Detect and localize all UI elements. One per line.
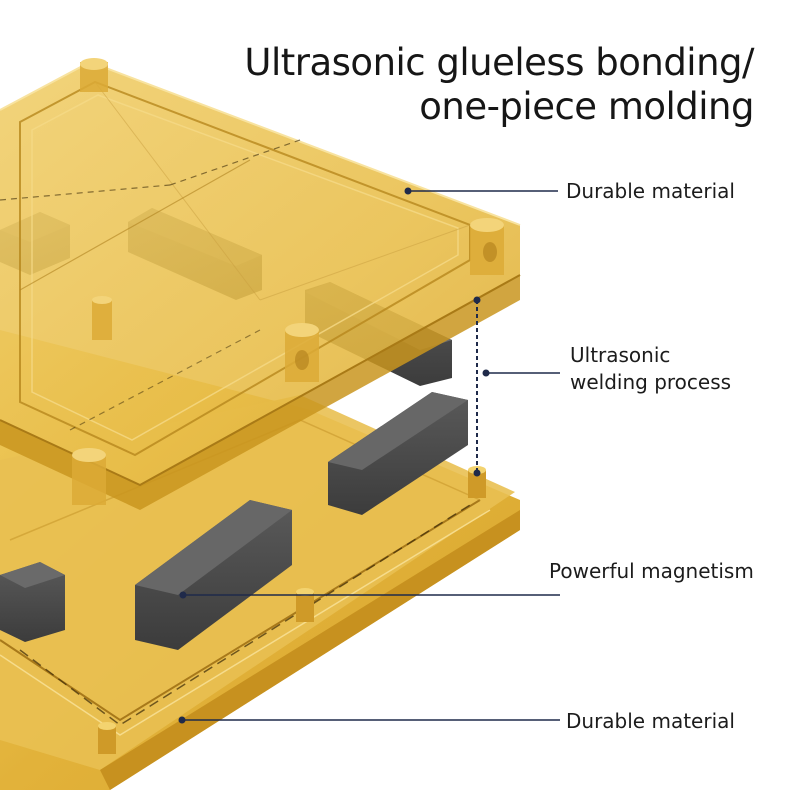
lid-post-center xyxy=(285,323,319,382)
label-welding-line-1: Ultrasonic xyxy=(570,343,671,367)
magnet-back-right xyxy=(328,392,468,515)
label-top-durable-material: Durable material xyxy=(566,179,735,203)
lid-post-front xyxy=(72,448,106,505)
lid-post-right xyxy=(470,218,504,275)
base-peg-front xyxy=(98,722,116,754)
heading-line-2: one-piece molding xyxy=(419,85,754,128)
leader-lines xyxy=(178,187,560,724)
heading-line-1: Ultrasonic glueless bonding/ xyxy=(244,41,754,84)
leader-top-material xyxy=(404,187,558,195)
label-bottom-durable-material: Durable material xyxy=(566,709,735,733)
base-peg-middle xyxy=(296,588,314,622)
leader-bottom-material xyxy=(178,716,560,724)
lid-post-back xyxy=(80,58,108,92)
magnet-front-center xyxy=(135,500,292,650)
label-welding-line-2: welding process xyxy=(570,370,732,394)
label-powerful-magnetism: Powerful magnetism xyxy=(549,559,754,583)
magnet-front-left xyxy=(0,562,65,642)
leader-welding xyxy=(473,296,560,477)
lid-post-inner xyxy=(92,296,112,340)
leader-magnetism xyxy=(179,591,560,599)
lid-plate xyxy=(0,58,521,510)
